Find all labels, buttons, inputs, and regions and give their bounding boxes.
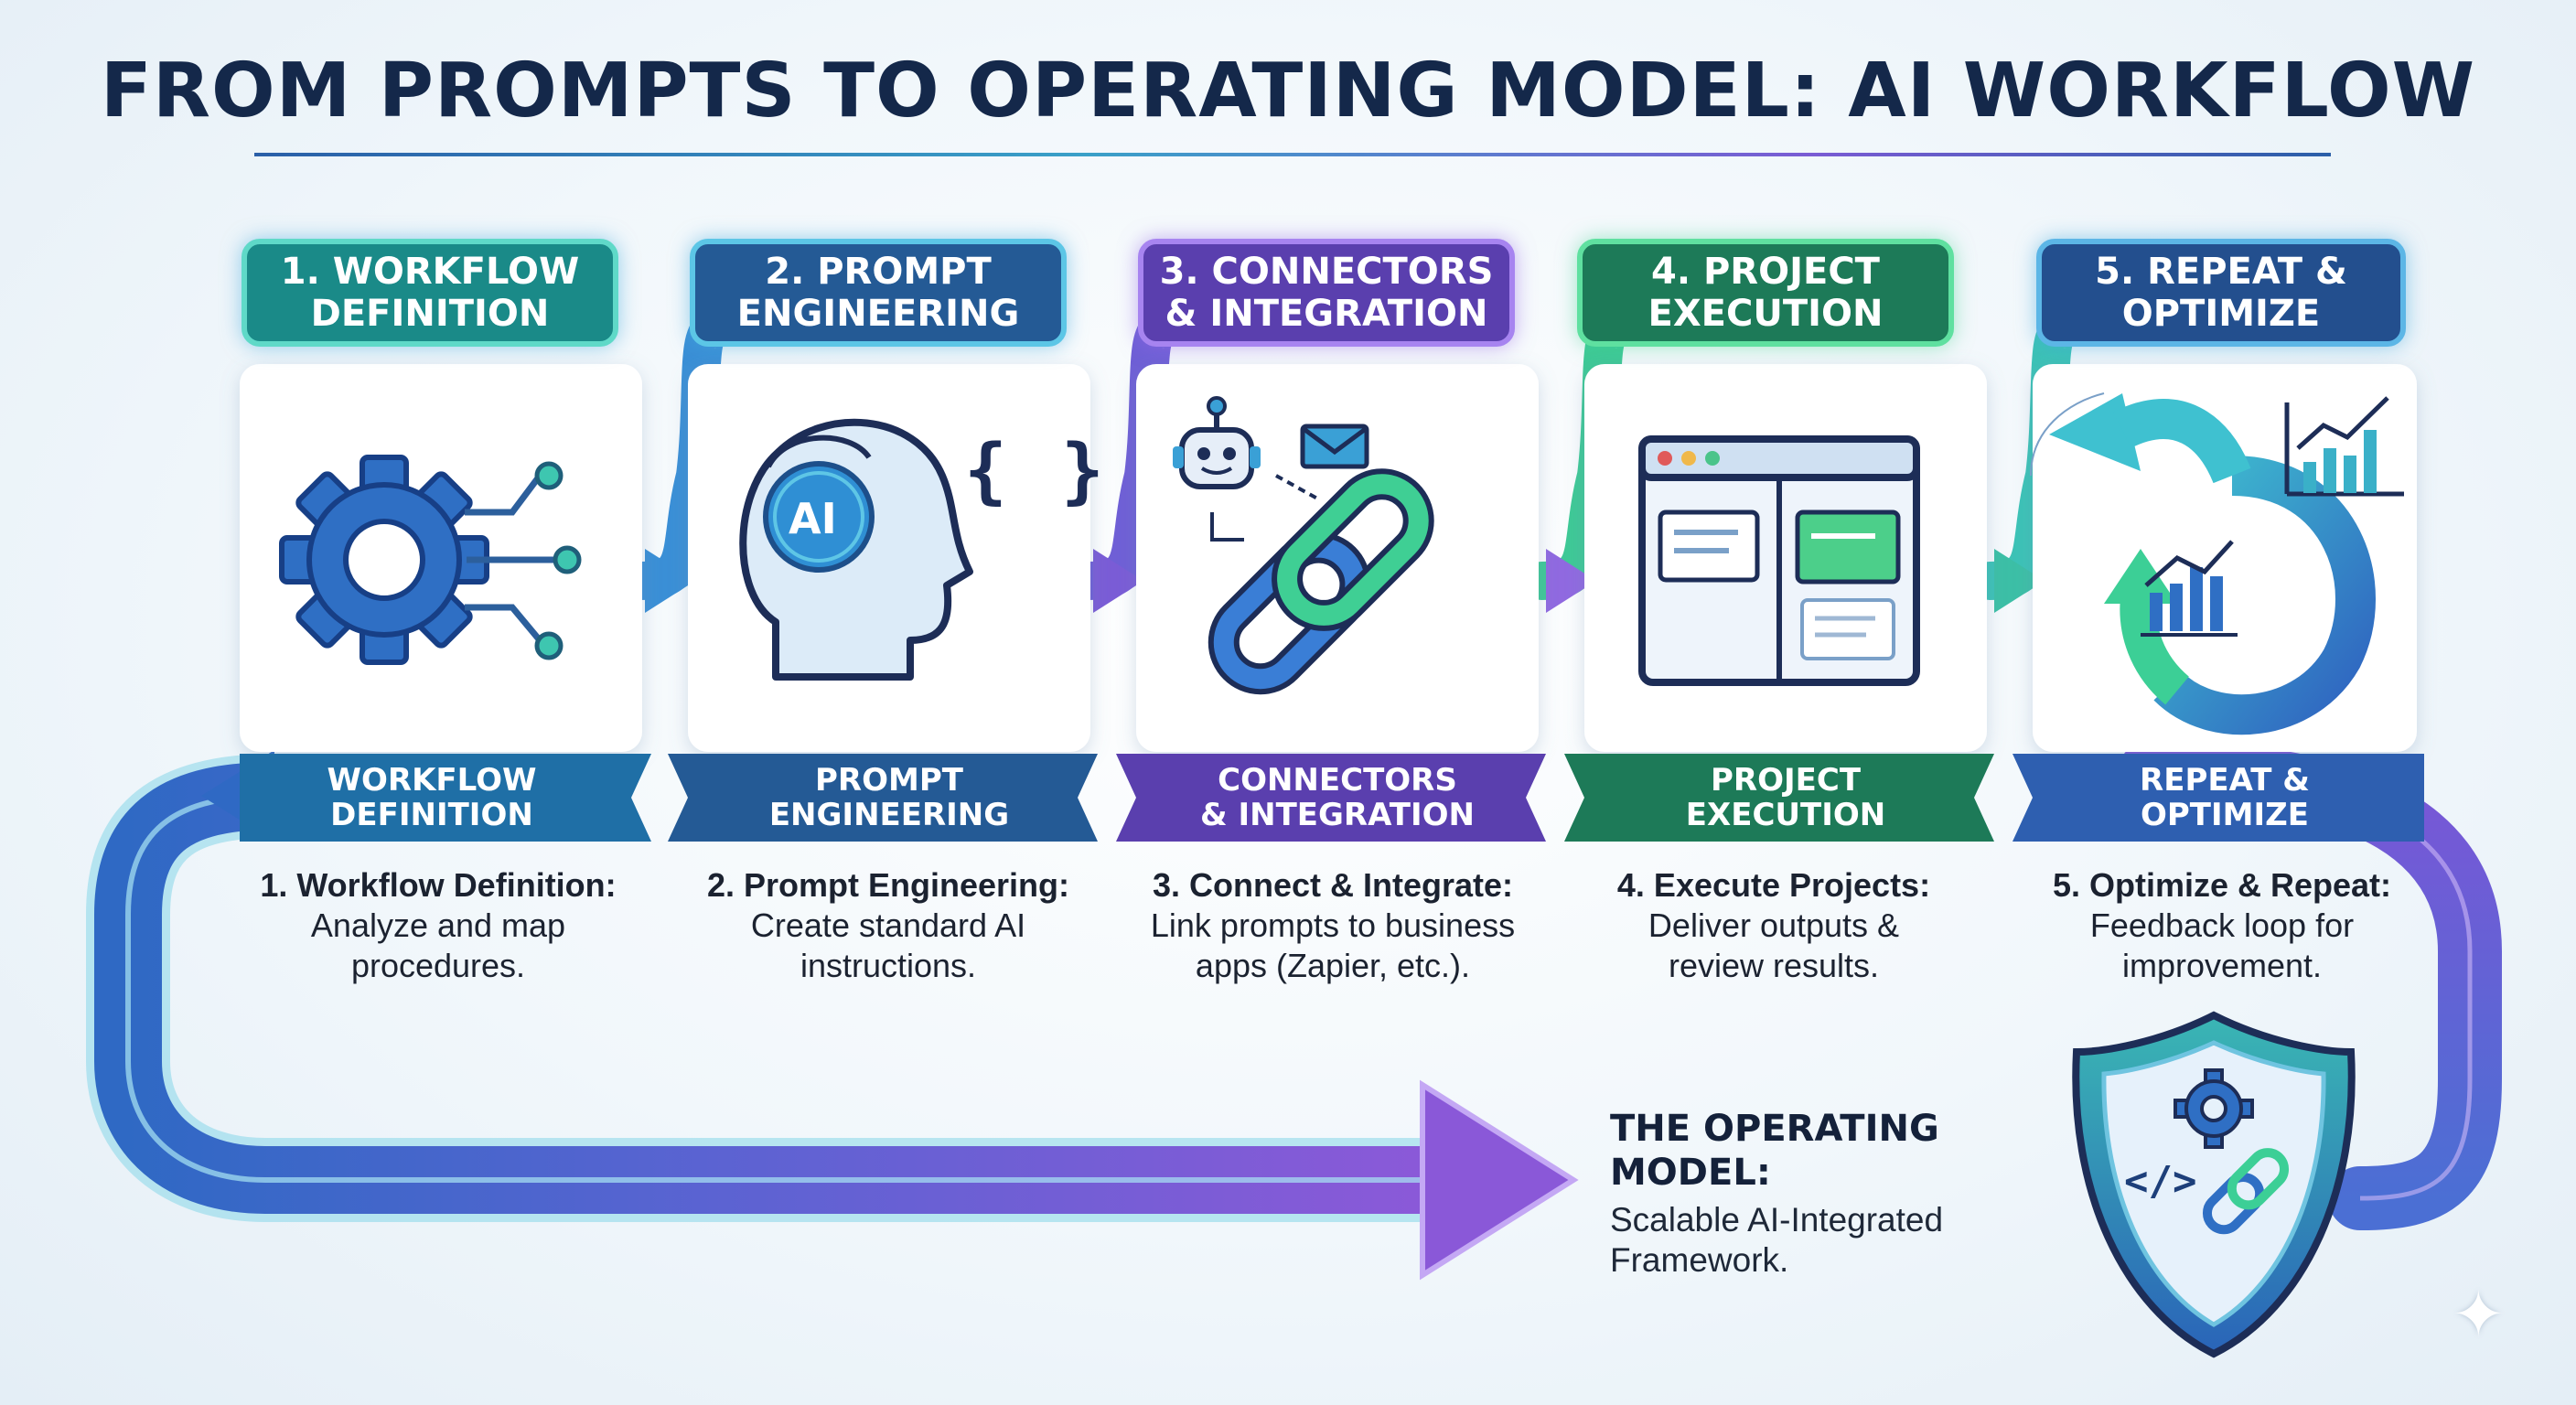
title-underline <box>254 153 2331 156</box>
step-3-header: 3. CONNECTORS & INTEGRATION <box>1138 239 1515 347</box>
step-1-description-title: 1. Workflow Definition: <box>260 866 617 904</box>
step-1-description-text: Analyze and map procedures. <box>310 906 566 984</box>
step-3-description-title: 3. Connect & Integrate: <box>1152 866 1514 904</box>
step-5-ribbon-label: REPEAT & OPTIMIZE <box>2140 762 2310 833</box>
step-1-header: 1. WORKFLOW DEFINITION <box>242 239 618 347</box>
ribbon-3-shape <box>1116 754 1546 842</box>
browser-window-icon <box>1638 435 1920 686</box>
step-2-header: 2. PROMPT ENGINEERING <box>690 239 1067 347</box>
ribbon-5-shape <box>2012 754 2424 842</box>
step-1-ribbon-label: WORKFLOW DEFINITION <box>327 762 537 833</box>
step-4-description-text: Deliver outputs & review results. <box>1648 906 1900 984</box>
step-2-description-title: 2. Prompt Engineering: <box>706 866 1070 904</box>
step-4-description-title: 4. Execute Projects: <box>1616 866 1931 904</box>
step-1-description: 1. Workflow Definition: Analyze and map … <box>223 865 653 986</box>
step-5-description-title: 5. Optimize & Repeat: <box>2052 866 2392 904</box>
step-2-description: 2. Prompt Engineering: Create standard A… <box>673 865 1103 986</box>
code-tag-icon: </> <box>2124 1158 2197 1205</box>
step-2-ribbon-label: PROMPT ENGINEERING <box>768 762 1010 833</box>
chain-link-icon <box>1208 468 1434 695</box>
step-5-description: 5. Optimize & Repeat: Feedback loop for … <box>2007 865 2437 986</box>
ribbons <box>240 754 2424 842</box>
sparkle-icon: ✦ <box>2452 1279 2506 1350</box>
ribbon-4-shape <box>1564 754 1994 842</box>
cycle-arrow-icon <box>2030 392 2376 735</box>
step-2-description-text: Create standard AI instructions. <box>750 906 1026 984</box>
robot-icon <box>1173 396 1261 542</box>
step-4-description: 4. Execute Projects: Deliver outputs & r… <box>1559 865 1989 986</box>
ribbon-1-shape <box>240 754 651 842</box>
gear-circuit-icon <box>279 455 582 665</box>
mail-icon <box>1275 424 1369 500</box>
shield-icon <box>2072 1011 2356 1358</box>
step-3-description: 3. Connect & Integrate: Link prompts to … <box>1118 865 1548 986</box>
step-3-description-text: Link prompts to business apps (Zapier, e… <box>1150 906 1516 984</box>
operating-loop-arrow <box>86 750 1579 1281</box>
step-5-description-text: Feedback loop for improvement. <box>2089 906 2355 984</box>
step-5-header: 5. REPEAT & OPTIMIZE <box>2036 239 2406 347</box>
ribbon-2-shape <box>668 754 1098 842</box>
ai-head-icon <box>739 418 973 681</box>
step-3-ribbon-label: CONNECTORS & INTEGRATION <box>1200 762 1475 833</box>
ai-badge-text: AI <box>789 494 837 543</box>
step-4-header: 4. PROJECT EXECUTION <box>1577 239 1954 347</box>
operating-model-title: THE OPERATING MODEL: <box>1610 1108 1939 1194</box>
operating-model-text: Scalable AI-Integrated Framework. <box>1610 1201 1944 1279</box>
bar-chart-icon <box>2141 396 2404 637</box>
step-4-ribbon-label: PROJECT EXECUTION <box>1685 762 1886 833</box>
curly-braces-icon: { } <box>964 430 1110 512</box>
page-title: FROM PROMPTS TO OPERATING MODEL: AI WORK… <box>100 48 2476 134</box>
